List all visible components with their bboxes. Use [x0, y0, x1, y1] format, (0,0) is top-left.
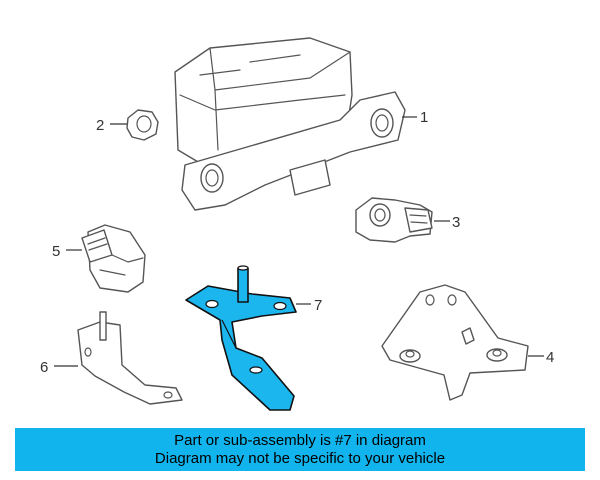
part-7-stud [237, 267, 249, 303]
callout-4: 4 [546, 349, 554, 366]
callout-5: 5 [52, 243, 60, 260]
part-6-bracket [77, 311, 183, 405]
part-7-body [185, 285, 297, 411]
part-7-bracket [185, 265, 297, 411]
info-banner: Part or sub-assembly is #7 in diagram Di… [15, 428, 585, 471]
part-2-nut [126, 109, 159, 141]
parts-diagram: 2 1 3 4 5 6 7 [40, 37, 554, 411]
callout-1: 1 [420, 109, 428, 126]
part-1-module [174, 37, 406, 211]
banner-line-1: Part or sub-assembly is #7 in diagram [174, 431, 426, 449]
callout-7: 7 [314, 297, 322, 314]
part-3-sensor [355, 197, 433, 243]
leader-lines [54, 116, 544, 367]
part-5-sensor [81, 224, 146, 293]
callout-2: 2 [96, 117, 104, 134]
callout-6: 6 [40, 359, 48, 376]
banner-line-2: Diagram may not be specific to your vehi… [154, 449, 446, 467]
part-4-bracket [381, 284, 529, 401]
callout-3: 3 [452, 214, 460, 231]
callout-numbers: 2 1 3 4 5 6 7 [40, 109, 554, 376]
